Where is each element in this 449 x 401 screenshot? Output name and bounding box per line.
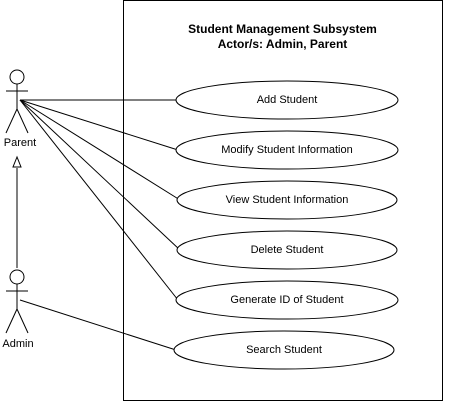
actor-parent-figure[interactable]	[5, 69, 29, 134]
subsystem-title: Student Management Subsystem	[188, 22, 377, 36]
use-case-modify-student-information[interactable]	[175, 130, 399, 170]
association-parent-generate-id	[19, 99, 179, 301]
actor-admin-head	[9, 269, 25, 285]
parent-associations	[19, 99, 181, 301]
use-case-label-generate-id-of-student: Generate ID of Student	[230, 294, 344, 306]
use-case-label-add-student: Add Student	[256, 94, 318, 106]
association-parent-delete-student	[19, 99, 181, 251]
use-case-label-modify-student-information: Modify Student Information	[221, 144, 353, 156]
actor-parent-head	[9, 69, 25, 85]
generalization-arrowhead	[12, 155, 22, 168]
use-case-delete-student[interactable]	[176, 230, 398, 270]
association-parent-modify-student	[19, 99, 179, 151]
generalization-admin-parent	[12, 155, 22, 268]
actor-admin-figure[interactable]	[5, 269, 29, 334]
use-case-view-student-information[interactable]	[176, 180, 398, 220]
use-case-label-view-student-information: View Student Information	[225, 194, 349, 206]
association-admin-search-student	[19, 299, 177, 351]
use-case-label-search-student: Search Student	[246, 344, 322, 356]
use-case-generate-id-of-student[interactable]	[175, 280, 399, 320]
use-case-search-student[interactable]	[173, 330, 395, 370]
subsystem-actors-line: Actor/s: Admin, Parent	[217, 37, 348, 51]
actor-admin-label: Admin	[2, 338, 34, 350]
use-case-label-delete-student: Delete Student	[250, 244, 324, 256]
actor-parent-label: Parent	[3, 137, 37, 149]
association-parent-view-student	[19, 99, 181, 201]
use-case-add-student[interactable]	[175, 80, 399, 120]
